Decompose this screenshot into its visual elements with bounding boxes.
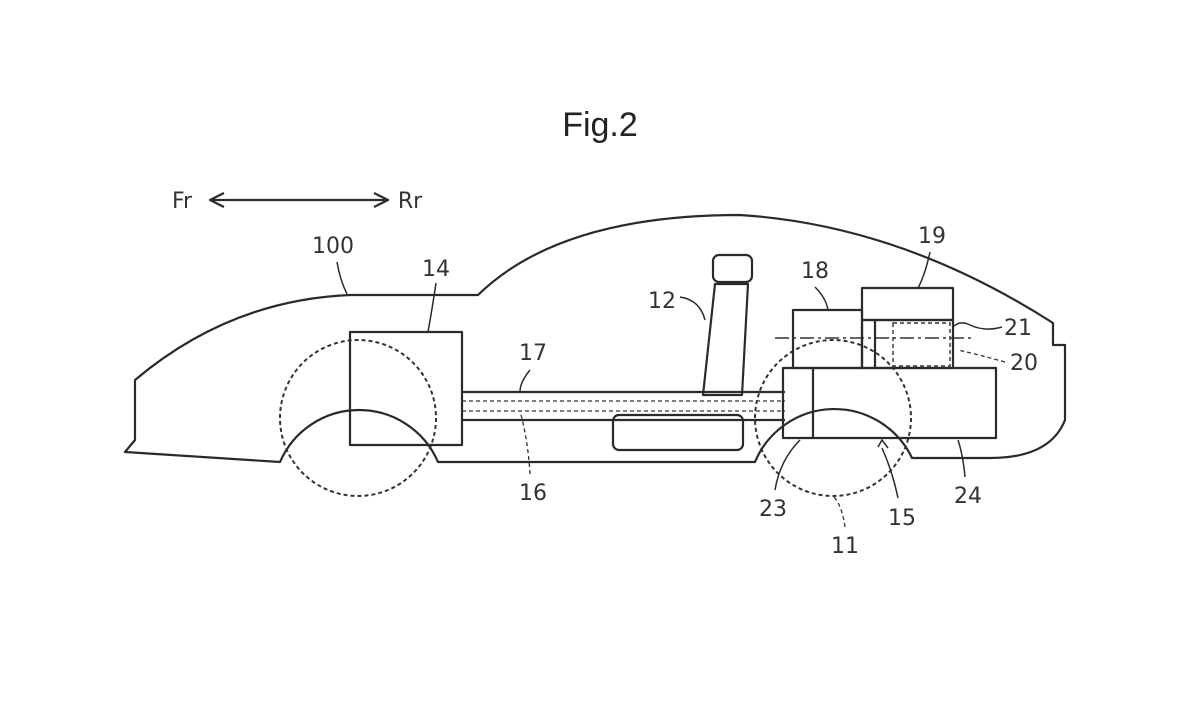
front-label: Fr	[172, 189, 193, 214]
label-24: 24	[954, 484, 982, 509]
duct-17	[462, 390, 785, 422]
component-21	[892, 322, 951, 367]
figure-title: Fig.2	[562, 106, 638, 144]
vehicle-body-outline	[123, 213, 1067, 464]
seat-backrest	[701, 282, 750, 397]
label-23: 23	[759, 497, 787, 522]
label-14: 14	[422, 257, 450, 282]
component-19	[860, 286, 955, 322]
label-21: 21	[1004, 316, 1032, 341]
seat-headrest	[711, 253, 754, 284]
label-12: 12	[648, 289, 676, 314]
label-100: 100	[312, 234, 354, 259]
direction-arrowheads	[208, 192, 390, 208]
label-16: 16	[519, 481, 547, 506]
label-11: 11	[831, 534, 859, 559]
component-18	[791, 308, 864, 370]
leader-lines	[336, 251, 1006, 528]
seat-12	[611, 253, 754, 452]
front-wheel	[279, 339, 437, 497]
unit-15	[781, 366, 998, 440]
seat-cushion	[611, 413, 745, 452]
rear-label: Rr	[398, 189, 423, 214]
rear-wheel	[754, 339, 912, 497]
label-17: 17	[519, 341, 547, 366]
label-19: 19	[918, 224, 946, 249]
direction-indicator: Fr Rr	[172, 189, 423, 214]
label-15: 15	[888, 506, 916, 531]
label-20: 20	[1010, 351, 1038, 376]
label-18: 18	[801, 259, 829, 284]
front-unit-14	[348, 330, 464, 447]
